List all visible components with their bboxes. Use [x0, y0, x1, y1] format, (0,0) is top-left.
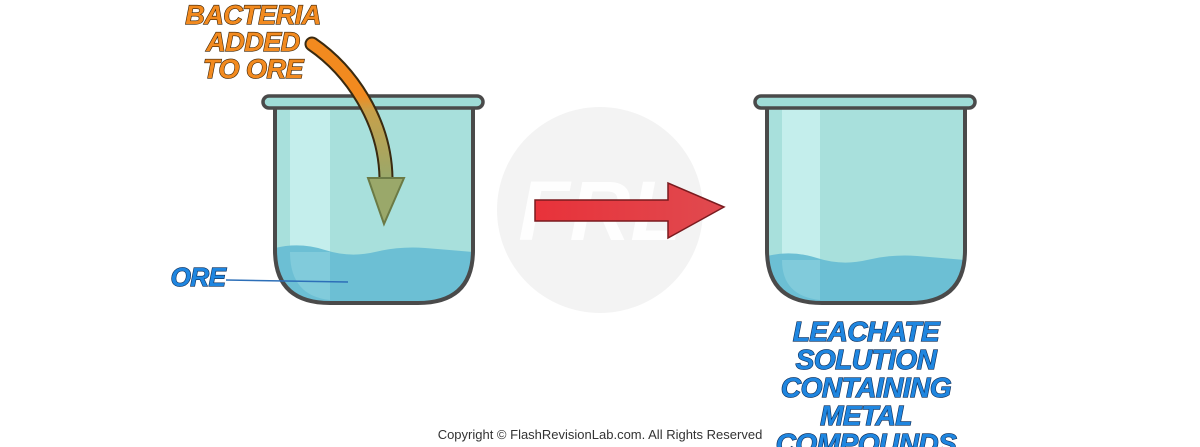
beaker-right-liquid-highlight [782, 260, 820, 300]
ore-pointer-line [225, 279, 349, 283]
beaker-right [753, 94, 977, 305]
leachate-label: LEACHATE SOLUTION CONTAINING METAL COMPO… [735, 316, 997, 447]
copyright-footer: Copyright © FlashRevisionLab.com. All Ri… [437, 427, 763, 442]
ore-label-text: ORE [170, 262, 227, 292]
beaker-right-rim [753, 94, 977, 110]
bacteria-label-line1: BACTERIA ADDED [185, 0, 322, 57]
bacteria-arrow-head [366, 177, 406, 227]
beaker-right-outline [765, 104, 967, 305]
beaker-left-outline [273, 104, 475, 305]
bacteria-arrow [304, 36, 406, 227]
leachate-label-line1: LEACHATE SOLUTION [792, 316, 940, 375]
bacteria-label: BACTERIA ADDED TO ORE [148, 0, 358, 84]
bacteria-arrow-shaft [306, 38, 392, 184]
beaker-right-highlight [782, 108, 820, 300]
ore-label: ORE [168, 262, 228, 292]
beaker-left-liquid-highlight [290, 252, 330, 300]
leachate-label-line2: CONTAINING [780, 372, 952, 403]
beaker-left [261, 94, 485, 305]
leachate-label-line3: METAL COMPOUNDS [775, 400, 957, 447]
bacteria-label-line2: TO ORE [202, 54, 304, 84]
process-arrow-shape [534, 181, 726, 240]
process-arrow [534, 181, 726, 240]
